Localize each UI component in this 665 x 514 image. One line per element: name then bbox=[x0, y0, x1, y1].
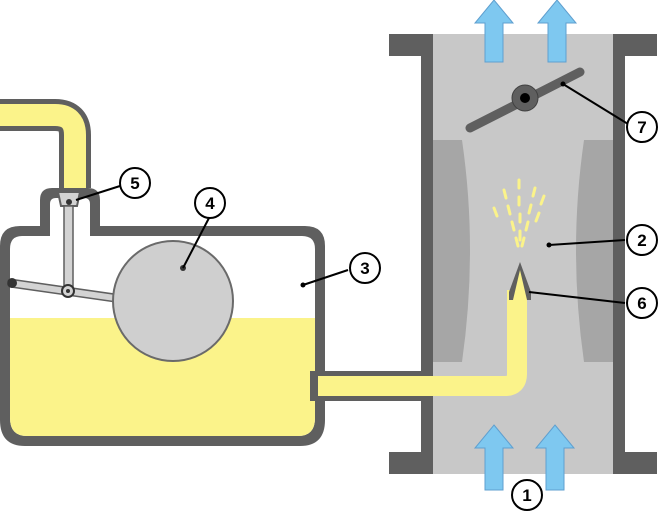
fuel-jet bbox=[509, 262, 531, 300]
callout-5: 5 bbox=[119, 167, 151, 199]
callout-7-label: 7 bbox=[637, 118, 646, 137]
venturi bbox=[433, 140, 470, 362]
callout-5-label: 5 bbox=[130, 174, 139, 193]
callout-1: 1 bbox=[511, 479, 543, 511]
leader-lines bbox=[75, 81, 629, 304]
callout-1-label: 1 bbox=[522, 486, 531, 505]
callout-4: 4 bbox=[194, 187, 226, 219]
callout-2-label: 2 bbox=[637, 231, 646, 250]
throttle-valve bbox=[465, 67, 585, 133]
float bbox=[112, 240, 234, 362]
callout-6-label: 6 bbox=[637, 294, 646, 313]
fuel-inlet-pipe bbox=[0, 99, 91, 188]
fuel-spray bbox=[492, 178, 546, 248]
callout-3-label: 3 bbox=[360, 259, 369, 278]
callout-4-label: 4 bbox=[205, 194, 215, 213]
air-inlet-arrow-right bbox=[534, 424, 576, 491]
air-outlet-arrow-left bbox=[473, 0, 515, 63]
callout-2: 2 bbox=[626, 224, 658, 256]
air-outlet-arrows bbox=[473, 0, 578, 63]
air-inlet-arrows bbox=[473, 424, 576, 491]
callout-7: 7 bbox=[626, 111, 658, 143]
air-inlet-arrow-left bbox=[473, 424, 515, 491]
carburetor-throat bbox=[389, 34, 657, 474]
callout-3: 3 bbox=[349, 252, 381, 284]
air-outlet-arrow-right bbox=[536, 0, 578, 63]
callout-6: 6 bbox=[626, 287, 658, 319]
fuel-bowl bbox=[10, 318, 315, 436]
